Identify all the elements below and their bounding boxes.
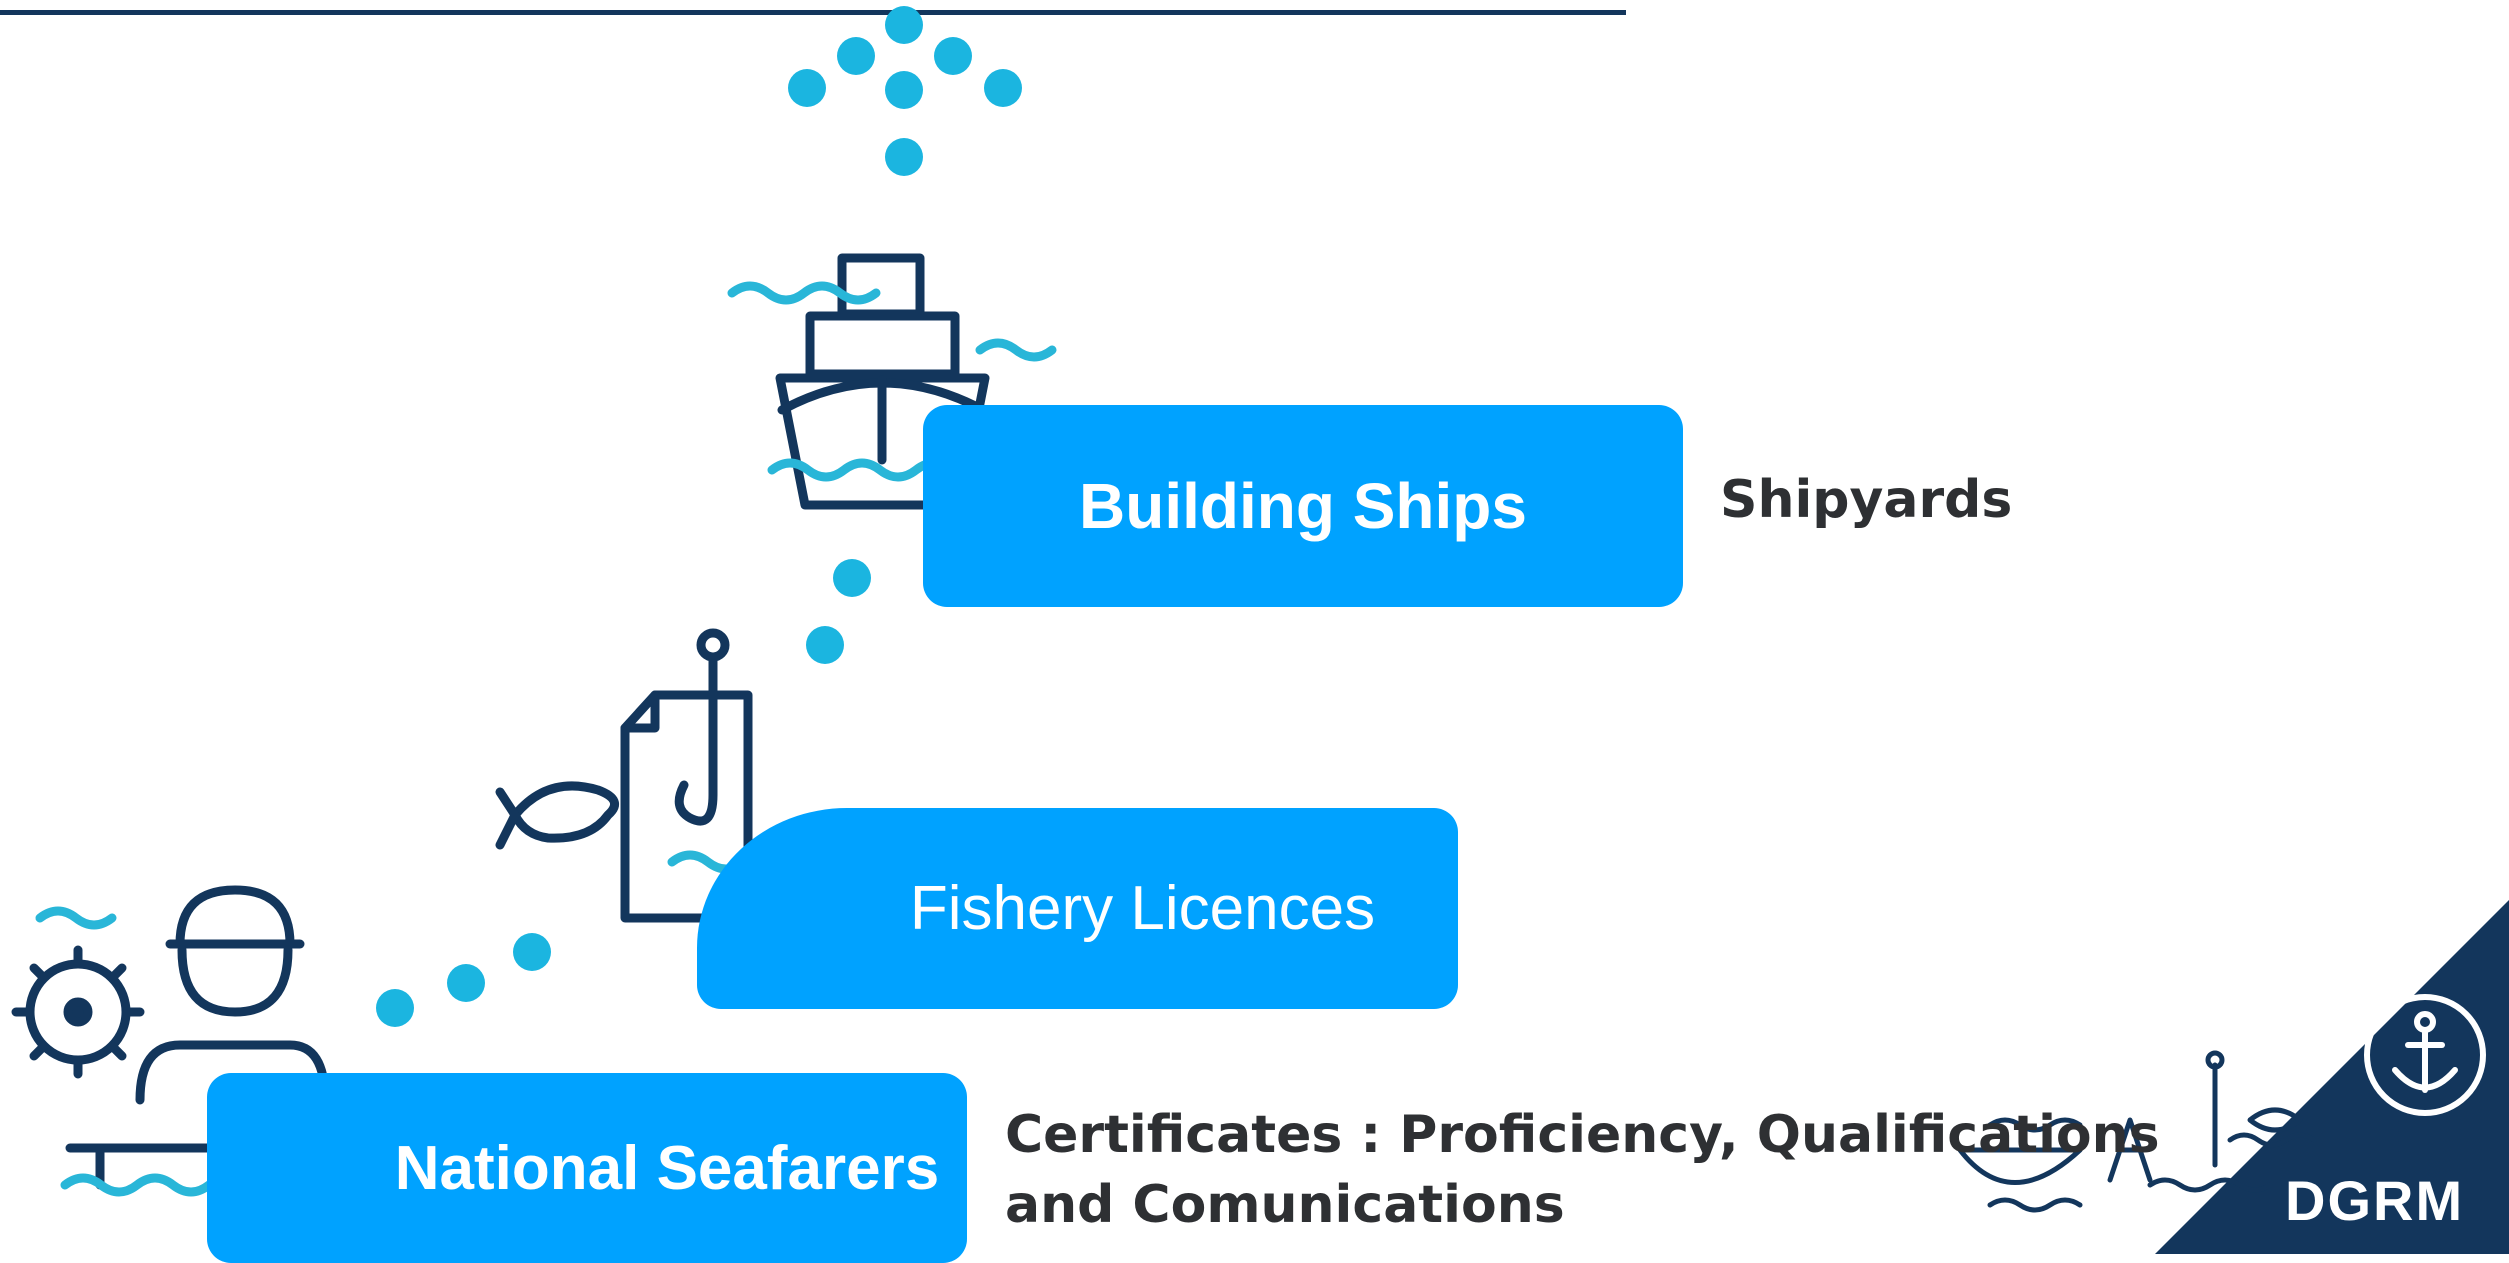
step-building-ships: Building Ships — [923, 405, 1683, 607]
fishing-licence-icon — [495, 628, 753, 923]
step-national-seafarers: National Seafarers — [207, 1073, 967, 1263]
dgrm-logo: DGRM — [2285, 1169, 2465, 1232]
step-fishery-licences-label: Fishery Licences — [909, 874, 1376, 943]
connector-dots-upper — [806, 559, 871, 664]
dot-cluster-icon — [788, 6, 1022, 176]
building-ships-detail: Shipyards — [1720, 470, 2013, 530]
top-divider-line — [0, 10, 1626, 15]
connector-dots-lower — [376, 933, 551, 1027]
step-building-ships-label: Building Ships — [1079, 470, 1527, 542]
corner-triangle — [2155, 900, 2509, 1254]
maritime-line-art-icon — [1957, 1050, 2317, 1213]
seafarers-detail-line2: and Comunications — [1005, 1175, 1565, 1235]
seafarers-detail-line1: Certificates : Proficiency, Qualificatio… — [1005, 1105, 2160, 1165]
anchor-icon — [2364, 994, 2486, 1116]
step-national-seafarers-label: National Seafarers — [394, 1133, 940, 1203]
step-fishery-licences: Fishery Licences — [697, 808, 1458, 1009]
